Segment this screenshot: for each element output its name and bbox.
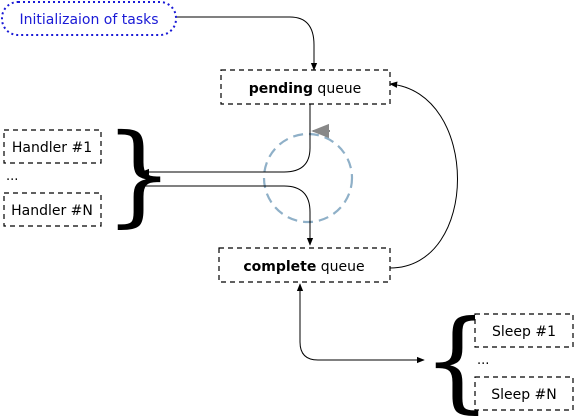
- sleep-last-label: Sleep #N: [491, 387, 557, 403]
- sleeps-group: { Sleep #1 ... Sleep #N: [422, 296, 574, 416]
- sleep-ellipsis: ...: [477, 353, 489, 368]
- complete-queue-node: complete queue: [218, 247, 391, 283]
- pending-queue-label: pending queue: [249, 81, 362, 97]
- arrow-complete-sleep: [296, 283, 425, 364]
- handlers-group: Handler #1 ... Handler #N }: [3, 110, 174, 238]
- handlers-brace-icon: }: [104, 110, 174, 238]
- arrow-pending-to-handlers: [141, 104, 311, 176]
- pending-queue-node: pending queue: [220, 69, 391, 105]
- arrow-init-to-pending: [176, 16, 318, 71]
- complete-queue-bold: complete: [243, 259, 316, 275]
- handler-last-label: Handler #N: [11, 203, 93, 219]
- init-label: Initializaion of tasks: [19, 12, 158, 28]
- connectors: [141, 16, 458, 364]
- handler-first-label: Handler #1: [12, 140, 92, 156]
- processing-cycle-icon: [262, 123, 354, 224]
- pending-queue-bold: pending: [249, 81, 313, 97]
- sleep-first-label: Sleep #1: [492, 324, 556, 340]
- arrow-complete-to-pending: [389, 81, 458, 269]
- complete-queue-rest: queue: [316, 259, 364, 275]
- arrow-handlers-to-complete: [142, 185, 314, 246]
- init-node: Initializaion of tasks: [1, 1, 177, 36]
- pending-queue-rest: queue: [313, 81, 361, 97]
- complete-queue-label: complete queue: [243, 259, 364, 275]
- handler-ellipsis: ...: [6, 169, 18, 184]
